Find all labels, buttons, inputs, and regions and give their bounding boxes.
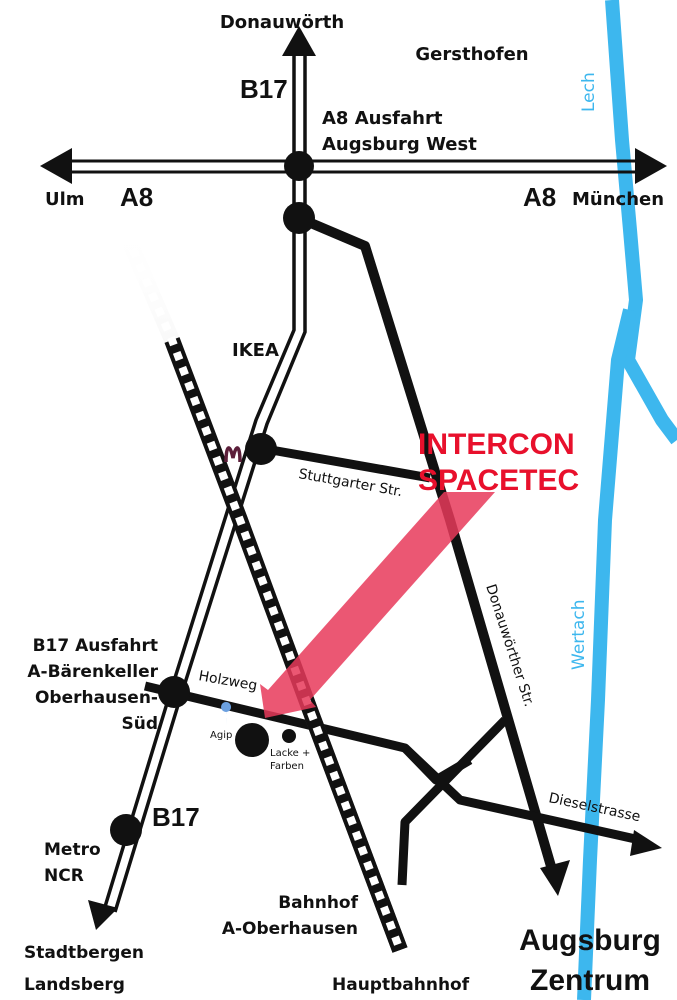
label-a8-exit-line2: Augsburg West: [322, 134, 477, 155]
label-farben: Farben: [270, 761, 304, 772]
arrow-southwest-icon: [88, 900, 118, 930]
label-agip: Agip: [210, 730, 232, 741]
label-a8-left: A8: [120, 182, 153, 212]
arrow-north-icon: [282, 26, 316, 56]
road-a8: [40, 148, 667, 184]
label-wertach: Wertach: [569, 600, 589, 670]
company-name-line1: INTERCON: [418, 428, 575, 461]
label-hauptbahnhof: Hauptbahnhof: [332, 975, 470, 995]
road-donauwoerther: [297, 213, 570, 896]
arrow-east-dieselstrasse-icon: [630, 830, 662, 856]
label-landsberg: Landsberg: [24, 975, 125, 995]
label-b17-bottom: B17: [152, 802, 200, 832]
label-metro: Metro: [44, 840, 101, 860]
label-b17-exit-line1: B17 Ausfahrt: [33, 636, 158, 656]
label-augsburg: Augsburg: [519, 924, 661, 957]
label-b17-exit-line4: Süd: [121, 714, 158, 734]
arrow-east-icon: [635, 148, 667, 184]
label-a8-right: A8: [523, 182, 556, 212]
label-lacke: Lacke +: [270, 748, 310, 759]
junction-b17-exit: [158, 676, 190, 708]
road-stuttgarter: [259, 443, 431, 483]
arrow-south-icon: [540, 860, 570, 896]
pointer-arrow: [260, 492, 495, 718]
company-name-line2: SPACETEC: [418, 464, 579, 497]
label-b17-exit-line3: Oberhausen-: [35, 688, 158, 708]
label-zentrum: Zentrum: [530, 964, 650, 997]
junction-a8-b17: [284, 151, 314, 181]
label-donauwoerth: Donauwörth: [220, 12, 344, 33]
company-location-marker: [235, 723, 269, 757]
junction-stuttgarter: [245, 433, 277, 465]
label-bahnhof: Bahnhof: [278, 893, 358, 913]
agip-pin-icon: [221, 702, 232, 726]
junction-donauwoerther: [283, 202, 315, 234]
label-a-oberhausen: A-Oberhausen: [222, 919, 358, 939]
arrow-west-icon: [40, 148, 72, 184]
junction-metro: [110, 814, 142, 846]
river-lech: [577, 0, 677, 1000]
mcdonalds-icon: [224, 446, 242, 463]
road-side-2: [397, 716, 509, 886]
label-muenchen: München: [572, 189, 664, 210]
label-b17-top: B17: [240, 74, 288, 104]
label-gersthofen: Gersthofen: [415, 44, 528, 65]
label-b17-exit-line2: A-Bärenkeller: [27, 662, 158, 682]
label-stadtbergen: Stadtbergen: [24, 943, 144, 963]
railway-line: [112, 216, 408, 953]
road-b17: [88, 26, 316, 930]
label-a8-exit-line1: A8 Ausfahrt: [322, 108, 443, 129]
lacke-farben-marker: [282, 729, 296, 743]
label-holzweg: Holzweg: [197, 668, 258, 694]
label-ulm: Ulm: [45, 189, 85, 210]
label-lech: Lech: [579, 72, 599, 112]
label-ikea: IKEA: [232, 340, 279, 361]
label-ncr: NCR: [44, 866, 84, 886]
